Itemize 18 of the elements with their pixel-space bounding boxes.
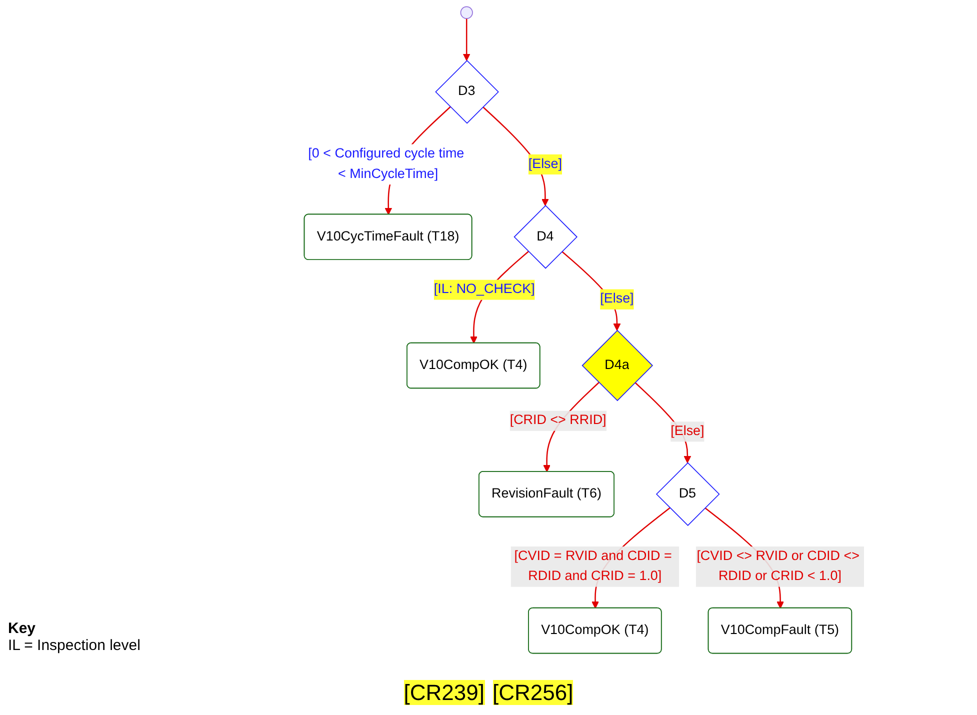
edge-label: [0 < Configured cycle time < MinCycleTime] [308, 146, 464, 182]
node-circle [460, 6, 472, 19]
change-reference: [CR239] [404, 680, 484, 705]
change-reference: [CR256] [492, 680, 574, 705]
edge-label: [Else] [670, 424, 704, 438]
key-entry: IL = Inspection level [8, 637, 140, 654]
node-diamond: D3 [434, 60, 498, 124]
edge-label: [CRID <> RRID] [509, 413, 606, 428]
edge-label: [IL: NO_CHECK] [433, 282, 534, 297]
arrow [462, 18, 470, 61]
edge-label: [CVID = RVID and CDID = RDID and CRID = 1.0] [514, 548, 672, 584]
node-diamond: D4a [581, 330, 653, 402]
node-diamond: D5 [655, 462, 720, 526]
edge-label: [Else] [600, 292, 634, 306]
key-heading: Key [8, 620, 37, 637]
node-diamond: D4 [513, 205, 577, 269]
edge-label: [CVID <> RVID or CDID <> RDID or CRID < 1.0] [696, 548, 859, 584]
edge-label: [Else] [528, 156, 562, 172]
